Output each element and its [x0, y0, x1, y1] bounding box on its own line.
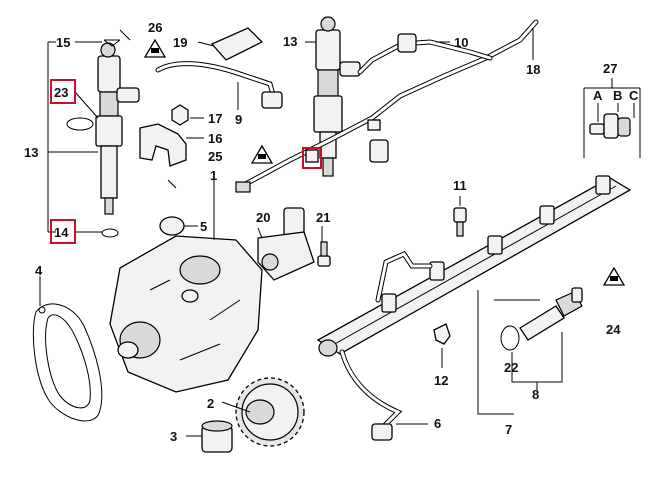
callout-8: 8: [532, 387, 539, 402]
gear-2: [235, 377, 305, 447]
injector-left: [95, 42, 140, 215]
washer-14: [101, 228, 119, 238]
sleeve-19: [210, 27, 264, 61]
callout-24: 24: [606, 322, 621, 337]
nut-17: [171, 104, 189, 126]
callout-6: 6: [434, 416, 441, 431]
callout-B: B: [613, 88, 622, 103]
callout-17: 17: [208, 111, 222, 126]
highlight-box-23: [50, 79, 76, 104]
callout-21: 21: [316, 210, 330, 225]
callout-9: 9: [235, 112, 242, 127]
nut-3: [201, 420, 233, 453]
pressure-sensor-8: [519, 287, 583, 341]
callout-27: 27: [603, 61, 617, 76]
pressure-line: [375, 250, 433, 303]
callout-C: C: [629, 88, 639, 103]
clip-12: [433, 323, 451, 345]
clip-15: [103, 39, 121, 47]
bolt-11: [453, 207, 467, 237]
callout-26: 26: [148, 20, 162, 35]
callout-23: 23: [54, 85, 68, 100]
callout-13-right: 13: [283, 34, 297, 49]
callout-20: 20: [256, 210, 270, 225]
fuel-line-9: [155, 61, 283, 109]
highlight-box-injector-seal: [302, 147, 322, 169]
warning-triangle-24: [602, 266, 626, 286]
seal-5: [159, 216, 185, 236]
callout-25: 25: [208, 149, 222, 164]
callout-11: 11: [453, 178, 467, 193]
callout-13-left: 13: [24, 145, 38, 160]
callout-1: 1: [210, 168, 217, 183]
callout-22: 22: [504, 360, 518, 375]
callout-19: 19: [173, 35, 187, 50]
valve-assembly-27: [583, 78, 641, 158]
callout-7: 7: [505, 422, 512, 437]
bolt-21: [317, 241, 331, 267]
pressure-regulator-20: [257, 207, 315, 281]
callout-16: 16: [208, 131, 222, 146]
seal-ring-23: [66, 117, 94, 131]
callout-3: 3: [170, 429, 177, 444]
callout-A: A: [593, 88, 603, 103]
fuel-line-6: [339, 349, 403, 441]
bracket-16: [139, 123, 187, 167]
callout-15: 15: [56, 35, 70, 50]
callout-2: 2: [207, 396, 214, 411]
callout-14: 14: [54, 225, 69, 240]
injector-right: [313, 16, 361, 177]
callout-5: 5: [200, 219, 207, 234]
fuel-line-10: [357, 33, 493, 75]
callout-18: 18: [526, 62, 540, 77]
warning-triangle-26: [143, 38, 167, 58]
callout-10: 10: [454, 35, 468, 50]
highlight-box-14: [50, 219, 76, 244]
seal-ring-22: [500, 325, 520, 351]
warning-triangle-25: [250, 144, 274, 164]
fuel-rail-7: [316, 175, 632, 357]
high-pressure-pump-1: [109, 235, 263, 393]
tee-connector: [369, 139, 389, 163]
callout-4: 4: [35, 263, 43, 278]
gasket-4: [32, 303, 103, 422]
callout-12: 12: [434, 373, 448, 388]
